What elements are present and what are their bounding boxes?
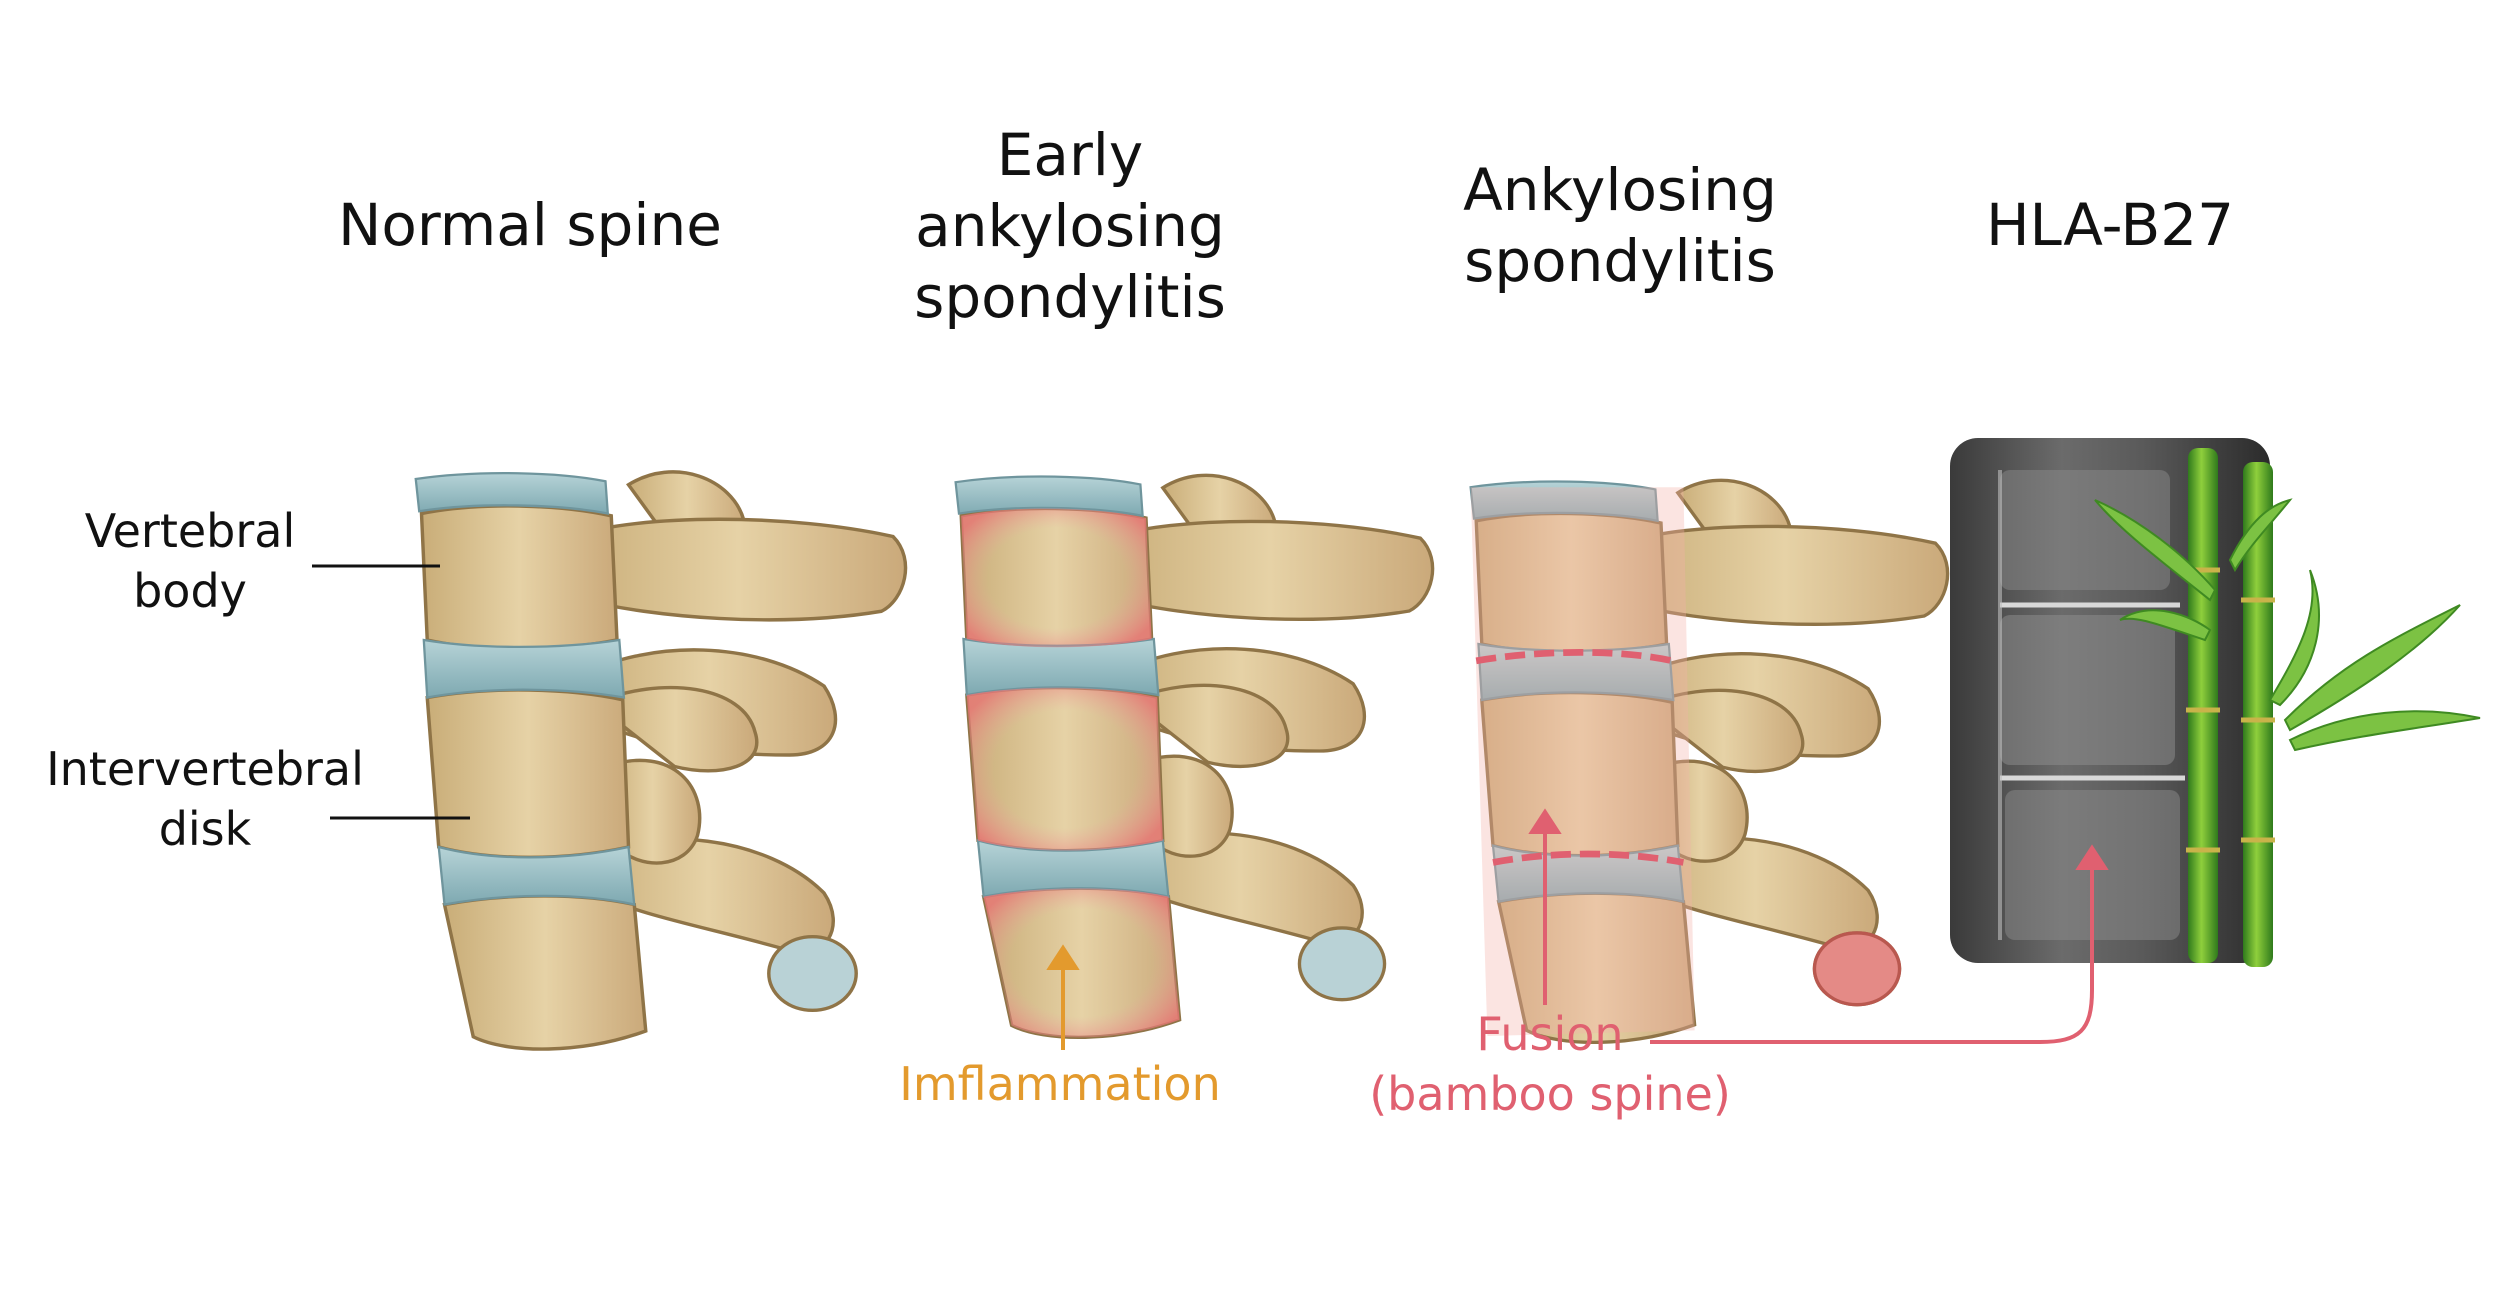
label-inflammation: Imflammation bbox=[880, 1055, 1240, 1115]
title-as-line-1: Ankylosing bbox=[1463, 156, 1777, 224]
label-disk-line-1: Intervertebral bbox=[46, 742, 364, 796]
label-fusion: Fusion (bamboo spine) bbox=[1360, 1005, 1740, 1125]
title-early-line-1: Early bbox=[996, 121, 1144, 189]
label-vertebral-body: Vertebral body bbox=[60, 502, 320, 622]
label-disk-line-2: disk bbox=[158, 801, 252, 856]
title-early-line-3: spondylitis bbox=[914, 262, 1226, 331]
label-vertebral-line-1: Vertebral bbox=[84, 504, 296, 558]
title-hla-b27: HLA-B27 bbox=[1935, 190, 2285, 261]
fusion-text-line-1: Fusion bbox=[1476, 1007, 1624, 1061]
title-normal-line: Normal spine bbox=[338, 191, 722, 259]
bamboo-illustration bbox=[2094, 448, 2481, 967]
title-normal-spine: Normal spine bbox=[320, 190, 740, 261]
fusion-text-line-2: (bamboo spine) bbox=[1369, 1066, 1731, 1121]
title-early-as: Early ankylosing spondylitis bbox=[880, 120, 1260, 332]
fusion-to-xray-arrow bbox=[1650, 844, 2109, 1044]
title-as-line-2: spondylitis bbox=[1464, 226, 1776, 295]
label-vertebral-line-2: body bbox=[133, 563, 247, 618]
title-hla-line: HLA-B27 bbox=[1985, 191, 2235, 259]
inflammation-arrow bbox=[1046, 944, 1080, 1050]
inflammation-text: Imflammation bbox=[899, 1057, 1221, 1111]
label-intervertebral-disk: Intervertebral disk bbox=[40, 740, 370, 860]
fusion-arrow bbox=[1528, 808, 1562, 1005]
title-as: Ankylosing spondylitis bbox=[1440, 155, 1800, 297]
early-as-illustration bbox=[953, 473, 1435, 1040]
title-early-line-2: ankylosing bbox=[915, 191, 1225, 260]
normal-spine-illustration bbox=[414, 470, 908, 1051]
as-illustration bbox=[1468, 478, 1950, 1045]
